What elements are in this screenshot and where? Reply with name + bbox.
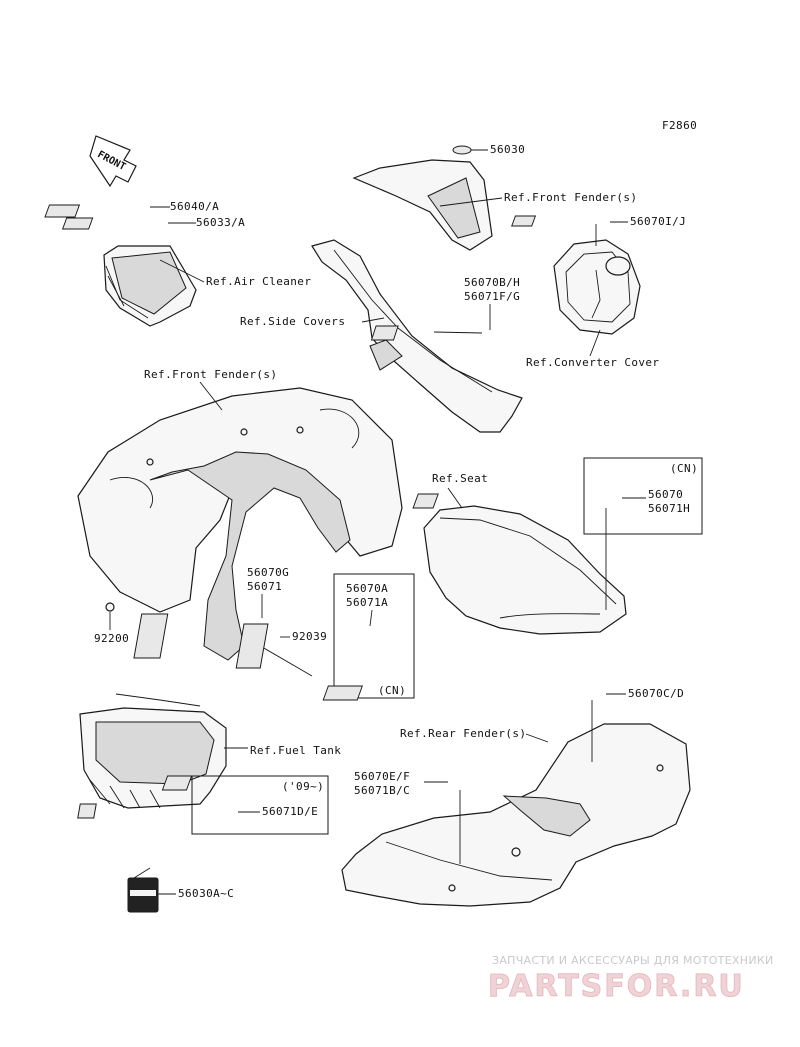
- decal-56070a: [235, 623, 269, 669]
- converter-cover: [553, 239, 641, 335]
- label-seat: Ref.Seat: [432, 472, 488, 485]
- label-56071fg: 56071F/G: [464, 290, 520, 303]
- label-side-covers: Ref.Side Covers: [240, 315, 345, 328]
- decal-56033: [61, 217, 94, 230]
- decal-56030ac: [127, 867, 159, 913]
- decal-56070bh: [370, 325, 399, 341]
- decal-56071de: [77, 803, 97, 819]
- label-56071a: 56071A: [346, 596, 388, 609]
- figure-code: F2860: [662, 119, 697, 132]
- label-56070a: 56070A: [346, 582, 388, 595]
- label-56030ac: 56030A~C: [178, 887, 234, 900]
- label-56071bc: 56071B/C: [354, 784, 410, 797]
- decal-56070ef: [161, 775, 193, 791]
- cn-box-56070: [583, 457, 703, 535]
- air-cleaner-cover: [103, 245, 197, 327]
- label-56070ij: 56070I/J: [630, 215, 686, 228]
- decal-56070: [412, 493, 439, 509]
- side-covers: [311, 239, 523, 433]
- watermark-tagline: ЗАПЧАСТИ И АКСЕССУАРЫ ДЛЯ МОТОТЕХНИКИ: [492, 954, 774, 967]
- label-56070cd: 56070C/D: [628, 687, 684, 700]
- watermark: ЗАПЧАСТИ И АКСЕССУАРЫ ДЛЯ МОТОТЕХНИКИ PA…: [488, 954, 774, 1005]
- label-92039: 92039: [292, 630, 327, 643]
- label-rear-fender: Ref.Rear Fender(s): [400, 727, 526, 740]
- box-09: [191, 775, 329, 835]
- label-cn-top: (CN): [670, 462, 698, 475]
- decal-56040: [44, 204, 81, 218]
- watermark-brand: PARTSFOR.RU: [488, 969, 745, 1004]
- label-cn-bottom: (CN): [378, 684, 406, 697]
- fuel-tank: [79, 693, 227, 809]
- seat: [423, 505, 627, 635]
- label-front-fender-main: Ref.Front Fender(s): [144, 368, 277, 381]
- label-56033: 56033/A: [196, 216, 245, 229]
- label-09: ('09~): [282, 780, 324, 793]
- decal-56030: [452, 145, 472, 155]
- decal-56070cd: [322, 685, 363, 701]
- label-56071h: 56071H: [648, 502, 690, 515]
- label-56071de: 56071D/E: [262, 805, 318, 818]
- label-92200: 92200: [94, 632, 129, 645]
- label-air-cleaner: Ref.Air Cleaner: [206, 275, 311, 288]
- label-56071: 56071: [247, 580, 282, 593]
- cn-box-56070a: [333, 573, 415, 699]
- front-arrow-icon: FRONT: [89, 135, 137, 188]
- label-56070ef: 56070E/F: [354, 770, 410, 783]
- label-front-fender-top: Ref.Front Fender(s): [504, 191, 637, 204]
- decal-56070ij: [511, 215, 537, 227]
- label-56030: 56030: [490, 143, 525, 156]
- label-fuel-tank: Ref.Fuel Tank: [250, 744, 341, 757]
- clip-92200: [105, 602, 115, 612]
- label-56040: 56040/A: [170, 200, 219, 213]
- front-fender-main: [77, 387, 403, 661]
- rear-fender: [341, 723, 691, 907]
- label-56070: 56070: [648, 488, 683, 501]
- decal-56070g: [133, 613, 169, 659]
- label-converter-cover: Ref.Converter Cover: [526, 356, 659, 369]
- front-fender-top: [352, 159, 493, 251]
- label-56070bh: 56070B/H: [464, 276, 520, 289]
- label-56070g: 56070G: [247, 566, 289, 579]
